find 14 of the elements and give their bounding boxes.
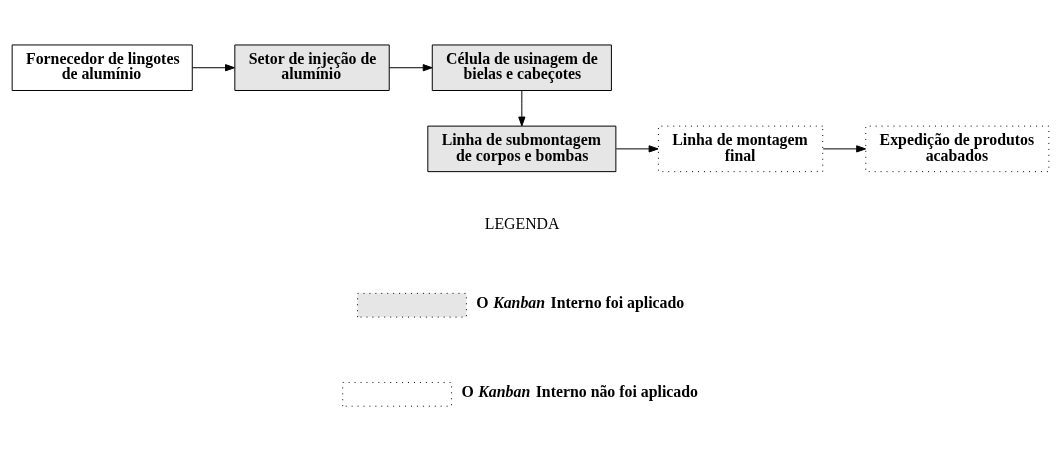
node-box: Célula de usinagem de bielas e cabeçotes [431, 44, 612, 91]
arrow [822, 145, 867, 153]
node-box: Fornecedor de lingotes de alumínio [11, 44, 193, 91]
label: LEGENDA [484, 214, 560, 232]
node-box: Setor de injeção de alumínio [234, 44, 390, 91]
arrow [389, 64, 433, 72]
node-box: Linha de submontagem de corpos e bombas [427, 125, 617, 173]
arrow [191, 64, 235, 72]
legend-label: O Kanban Interno não foi aplicado [461, 383, 698, 401]
arrow [615, 145, 659, 153]
arrow [518, 90, 526, 127]
node-box: Expedição de produtos acabados [865, 125, 1050, 173]
legend-label: O Kanban Interno foi aplicado [476, 294, 685, 312]
node-box: Linha de montagem final [657, 125, 824, 173]
